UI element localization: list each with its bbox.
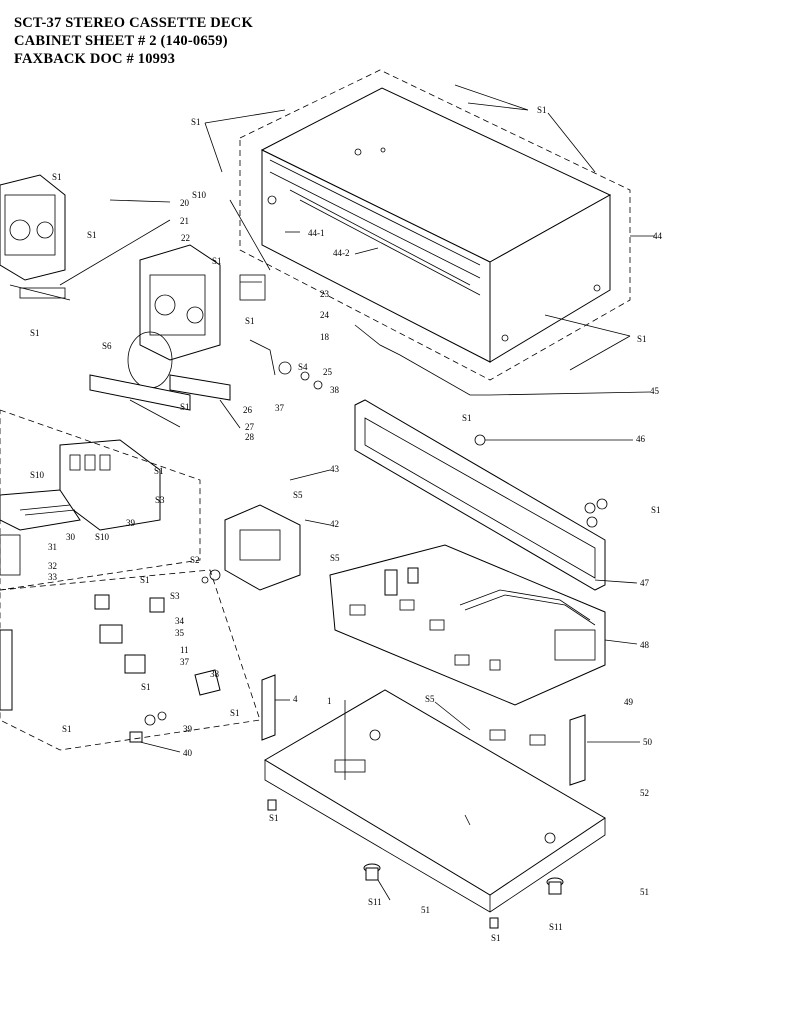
callout-labels: S1 S1 S1 S1 S1 S1 S1 S1 S1 S1 S1 S1 S1 S…	[30, 105, 663, 943]
label-45: 45	[650, 386, 660, 396]
label-s1: S1	[62, 724, 72, 734]
label-s11: S11	[368, 897, 382, 907]
label-39b: 39	[183, 724, 193, 734]
label-18: 18	[320, 332, 330, 342]
label-32: 32	[48, 561, 57, 571]
label-37: 37	[275, 403, 285, 413]
document-header: SCT-37 STEREO CASSETTE DECK CABINET SHEE…	[14, 14, 253, 68]
label-47: 47	[640, 578, 650, 588]
label-51: 51	[640, 887, 649, 897]
label-s1: S1	[651, 505, 661, 515]
label-27: 27	[245, 422, 255, 432]
label-24: 24	[320, 310, 330, 320]
label-43: 43	[330, 464, 340, 474]
label-s1: S1	[637, 334, 647, 344]
label-49: 49	[624, 697, 634, 707]
leader-lines	[59, 84, 655, 901]
label-39: 39	[126, 518, 136, 528]
label-s1: S1	[191, 117, 201, 127]
label-s1: S1	[212, 256, 222, 266]
label-s1: S1	[52, 172, 62, 182]
label-46: 46	[636, 434, 646, 444]
label-50: 50	[643, 737, 653, 747]
label-s3: S3	[170, 591, 180, 601]
main-pcb-48	[329, 544, 606, 706]
label-23: 23	[320, 289, 330, 299]
label-s2: S2	[190, 555, 200, 565]
label-11: 11	[180, 645, 189, 655]
label-s6: S6	[102, 341, 112, 351]
label-35: 35	[175, 628, 185, 638]
label-4: 4	[293, 694, 298, 704]
label-44-2: 44-2	[333, 248, 350, 258]
cassette-mechanism-left	[0, 174, 71, 301]
label-s10: S10	[192, 190, 207, 200]
label-31: 31	[48, 542, 57, 552]
label-s1: S1	[462, 413, 472, 423]
label-1: 1	[327, 696, 332, 706]
label-52: 52	[640, 788, 649, 798]
front-panel	[354, 399, 608, 591]
label-s1: S1	[141, 682, 151, 692]
label-30: 30	[66, 532, 76, 542]
label-22: 22	[181, 233, 190, 243]
label-s11: S11	[549, 922, 563, 932]
label-s1: S1	[245, 316, 255, 326]
label-s4: S4	[298, 362, 308, 372]
label-s1: S1	[269, 813, 279, 823]
label-42: 42	[330, 519, 339, 529]
feet	[267, 799, 564, 929]
label-s1: S1	[87, 230, 97, 240]
label-s5: S5	[293, 490, 303, 500]
label-44-1: 44-1	[308, 228, 325, 238]
top-cabinet-cover	[239, 69, 631, 381]
cabinet-sheet-line: CABINET SHEET # 2 (140-0659)	[14, 33, 228, 49]
label-25: 25	[323, 367, 333, 377]
label-s1: S1	[230, 708, 240, 718]
label-s1: S1	[180, 402, 190, 412]
label-38: 38	[330, 385, 340, 395]
label-26: 26	[243, 405, 253, 415]
label-34: 34	[175, 616, 185, 626]
switch-board-43	[201, 504, 301, 591]
title-line: SCT-37 STEREO CASSETTE DECK	[14, 15, 253, 31]
label-s10: S10	[30, 470, 45, 480]
label-37b: 37	[180, 657, 190, 667]
label-51: 51	[421, 905, 430, 915]
label-48: 48	[640, 640, 650, 650]
label-s1: S1	[491, 933, 501, 943]
cassette-mechanism-center	[89, 244, 490, 411]
faxback-line: FAXBACK DOC # 10993	[14, 51, 176, 67]
label-20: 20	[180, 198, 190, 208]
label-28: 28	[245, 432, 255, 442]
label-21: 21	[180, 216, 189, 226]
label-s5: S5	[330, 553, 340, 563]
label-s1: S1	[30, 328, 40, 338]
label-s10: S10	[95, 532, 110, 542]
label-s5: S5	[425, 694, 435, 704]
operation-board-left	[0, 409, 201, 591]
side-brackets	[261, 674, 586, 786]
label-33: 33	[48, 572, 58, 582]
label-s1: S1	[537, 105, 547, 115]
label-44: 44	[653, 231, 663, 241]
left-small-parts	[0, 569, 261, 751]
label-40: 40	[183, 748, 193, 758]
label-s1: S1	[140, 575, 150, 585]
label-s1: S1	[154, 466, 164, 476]
label-s3: S3	[155, 495, 165, 505]
label-38b: 38	[210, 669, 220, 679]
